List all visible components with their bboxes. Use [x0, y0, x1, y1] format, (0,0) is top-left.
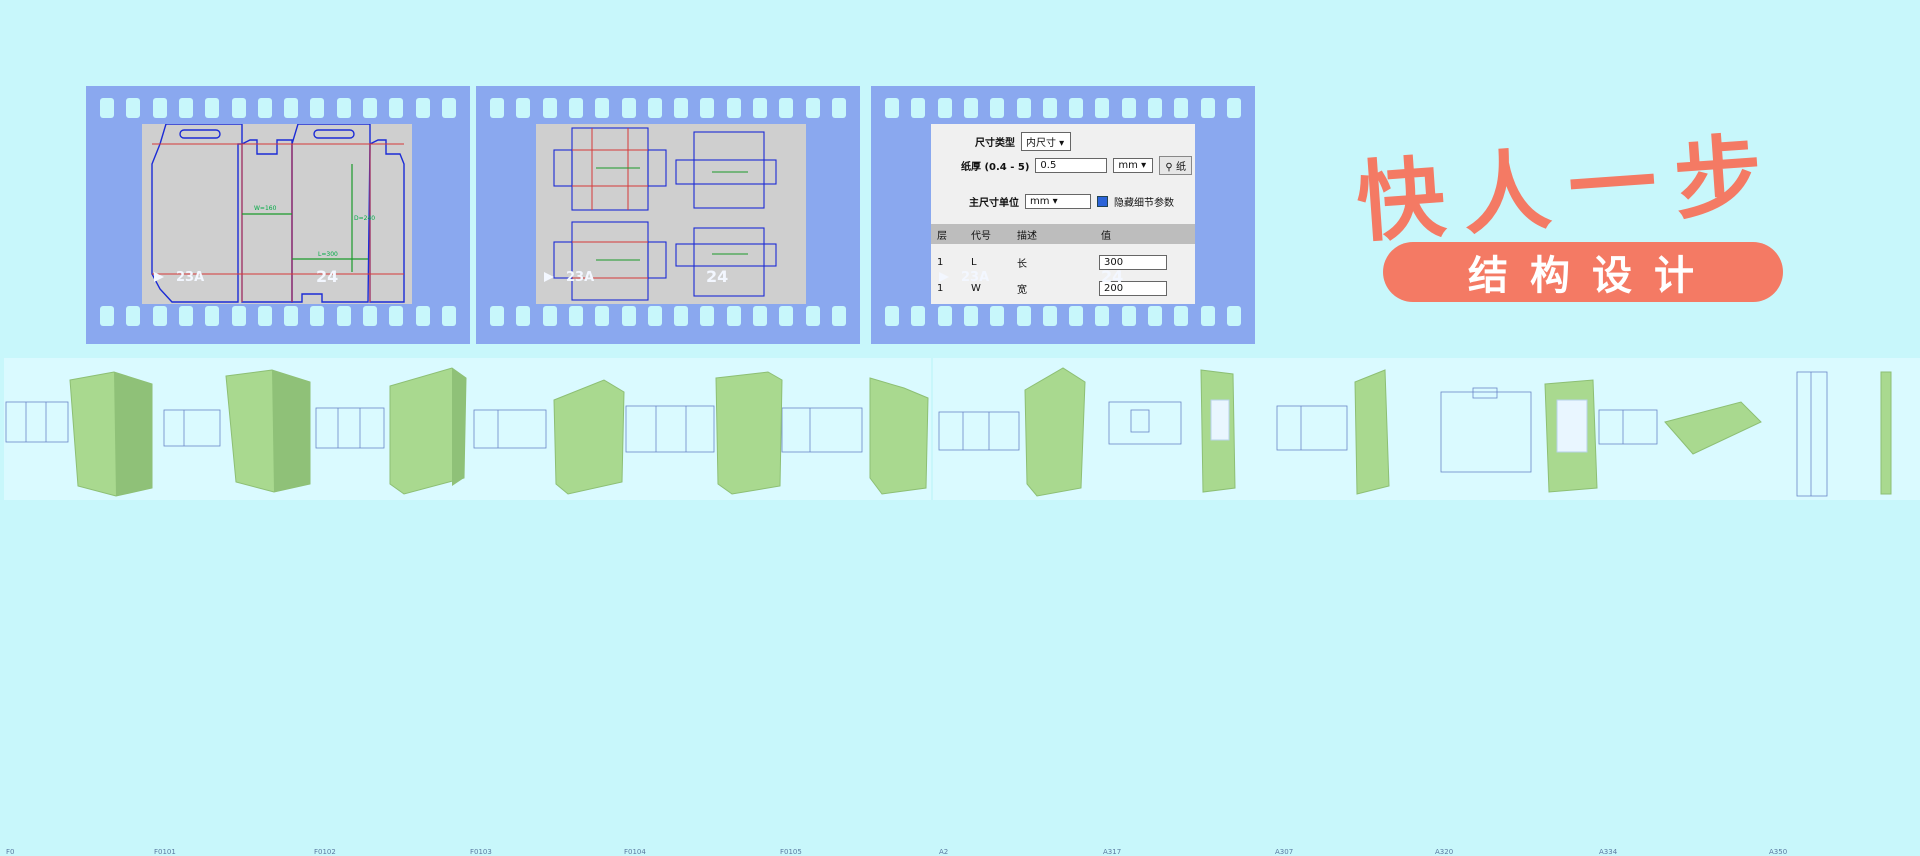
catalog-caption: A350	[1769, 848, 1788, 856]
thickness-input[interactable]: 0.5	[1035, 158, 1108, 173]
thickness-unit-select[interactable]: mm ▾	[1113, 158, 1154, 173]
film-perforation-top	[476, 98, 860, 124]
headline: 快人一步	[1353, 122, 1784, 255]
catalog-caption: A317	[1103, 848, 1122, 856]
film-code-a: 23A	[176, 270, 205, 285]
width-value-input[interactable]: 200	[1099, 280, 1167, 296]
film-code-a: 23A	[961, 270, 990, 285]
film-code-a: 23A	[566, 270, 595, 285]
film-perforation-bottom	[86, 306, 470, 332]
dimension-l-label: L=300	[318, 251, 338, 258]
catalog-caption: A2	[939, 848, 949, 856]
layout-dieline-svg	[536, 124, 806, 304]
dimension-d-label: D=240	[354, 215, 375, 222]
catalog-caption: F0	[6, 848, 15, 856]
film-perforation-top	[871, 98, 1255, 124]
size-parameter-form: 尺寸类型 内尺寸 ▾ 纸厚 (0.4 - 5) 0.5 mm ▾ ⚲ 纸 主尺寸…	[931, 124, 1195, 304]
col-header-value: 值	[1101, 230, 1111, 242]
table-row: 1 L 长 300	[931, 250, 1195, 274]
size-type-label: 尺寸类型	[975, 138, 1015, 149]
catalog-caption: A334	[1599, 848, 1618, 856]
box-catalog-strip-left: F0 F0101 F0102 F0103 F0104 F0105	[4, 358, 931, 856]
thickness-row: 纸厚 (0.4 - 5) 0.5 mm ▾ ⚲ 纸	[961, 156, 1192, 175]
catalog-caption: F0102	[314, 848, 336, 856]
film-code-b: 24	[316, 267, 339, 286]
film-code-b: 24	[706, 267, 729, 286]
main-unit-select[interactable]: mm ▾	[1025, 194, 1091, 209]
box-catalog-svg-left	[5, 367, 929, 497]
size-type-select[interactable]: 内尺寸 ▾	[1021, 132, 1071, 151]
film-frame-3: 尺寸类型 内尺寸 ▾ 纸厚 (0.4 - 5) 0.5 mm ▾ ⚲ 纸 主尺寸…	[871, 86, 1255, 344]
main-unit-row: 主尺寸单位 mm ▾ 隐藏细节参数	[969, 194, 1174, 209]
film-frame-2: 23A 24	[476, 86, 860, 344]
bag-dieline-svg: W=160 D=240 L=300	[142, 124, 412, 304]
col-header-desc: 描述	[1017, 230, 1037, 242]
box-catalog-svg-right	[938, 367, 1892, 497]
box-catalog-strip-right: A2 A317 A307 A320 A334 A350	[933, 358, 1920, 856]
dieline-drawing-2	[536, 124, 806, 304]
subtitle-badge: 结构设计	[1383, 242, 1783, 302]
catalog-caption: A320	[1435, 848, 1454, 856]
catalog-caption: F0103	[470, 848, 492, 856]
catalog-caption: F0104	[624, 848, 646, 856]
catalog-caption: F0101	[154, 848, 176, 856]
thickness-label: 纸厚 (0.4 - 5)	[961, 162, 1030, 173]
film-code-b: 24	[1101, 267, 1124, 286]
length-value-input[interactable]: 300	[1099, 254, 1167, 270]
col-header-layer: 层	[937, 230, 947, 242]
parameter-table-header: 层 代号 描述 值	[931, 224, 1195, 244]
catalog-caption: F0105	[780, 848, 802, 856]
dimension-w-label: W=160	[254, 205, 277, 212]
hide-details-checkbox[interactable]	[1097, 196, 1108, 207]
film-arrow-icon	[939, 272, 949, 282]
catalog-caption: A307	[1275, 848, 1294, 856]
film-perforation-bottom	[476, 306, 860, 332]
col-header-code: 代号	[971, 230, 991, 242]
search-icon: ⚲	[1165, 162, 1173, 173]
film-arrow-icon	[154, 272, 164, 282]
hide-details-label: 隐藏细节参数	[1114, 198, 1174, 209]
film-arrow-icon	[544, 272, 554, 282]
film-perforation-top	[86, 98, 470, 124]
table-row: 1 W 宽 200	[931, 276, 1195, 300]
dieline-drawing-1: W=160 D=240 L=300	[142, 124, 412, 304]
main-unit-label: 主尺寸单位	[969, 198, 1019, 209]
size-type-row: 尺寸类型 内尺寸 ▾	[975, 132, 1071, 151]
film-frame-1: W=160 D=240 L=300 23A 24	[86, 86, 470, 344]
film-perforation-bottom	[871, 306, 1255, 332]
paper-button[interactable]: ⚲ 纸	[1159, 156, 1192, 175]
